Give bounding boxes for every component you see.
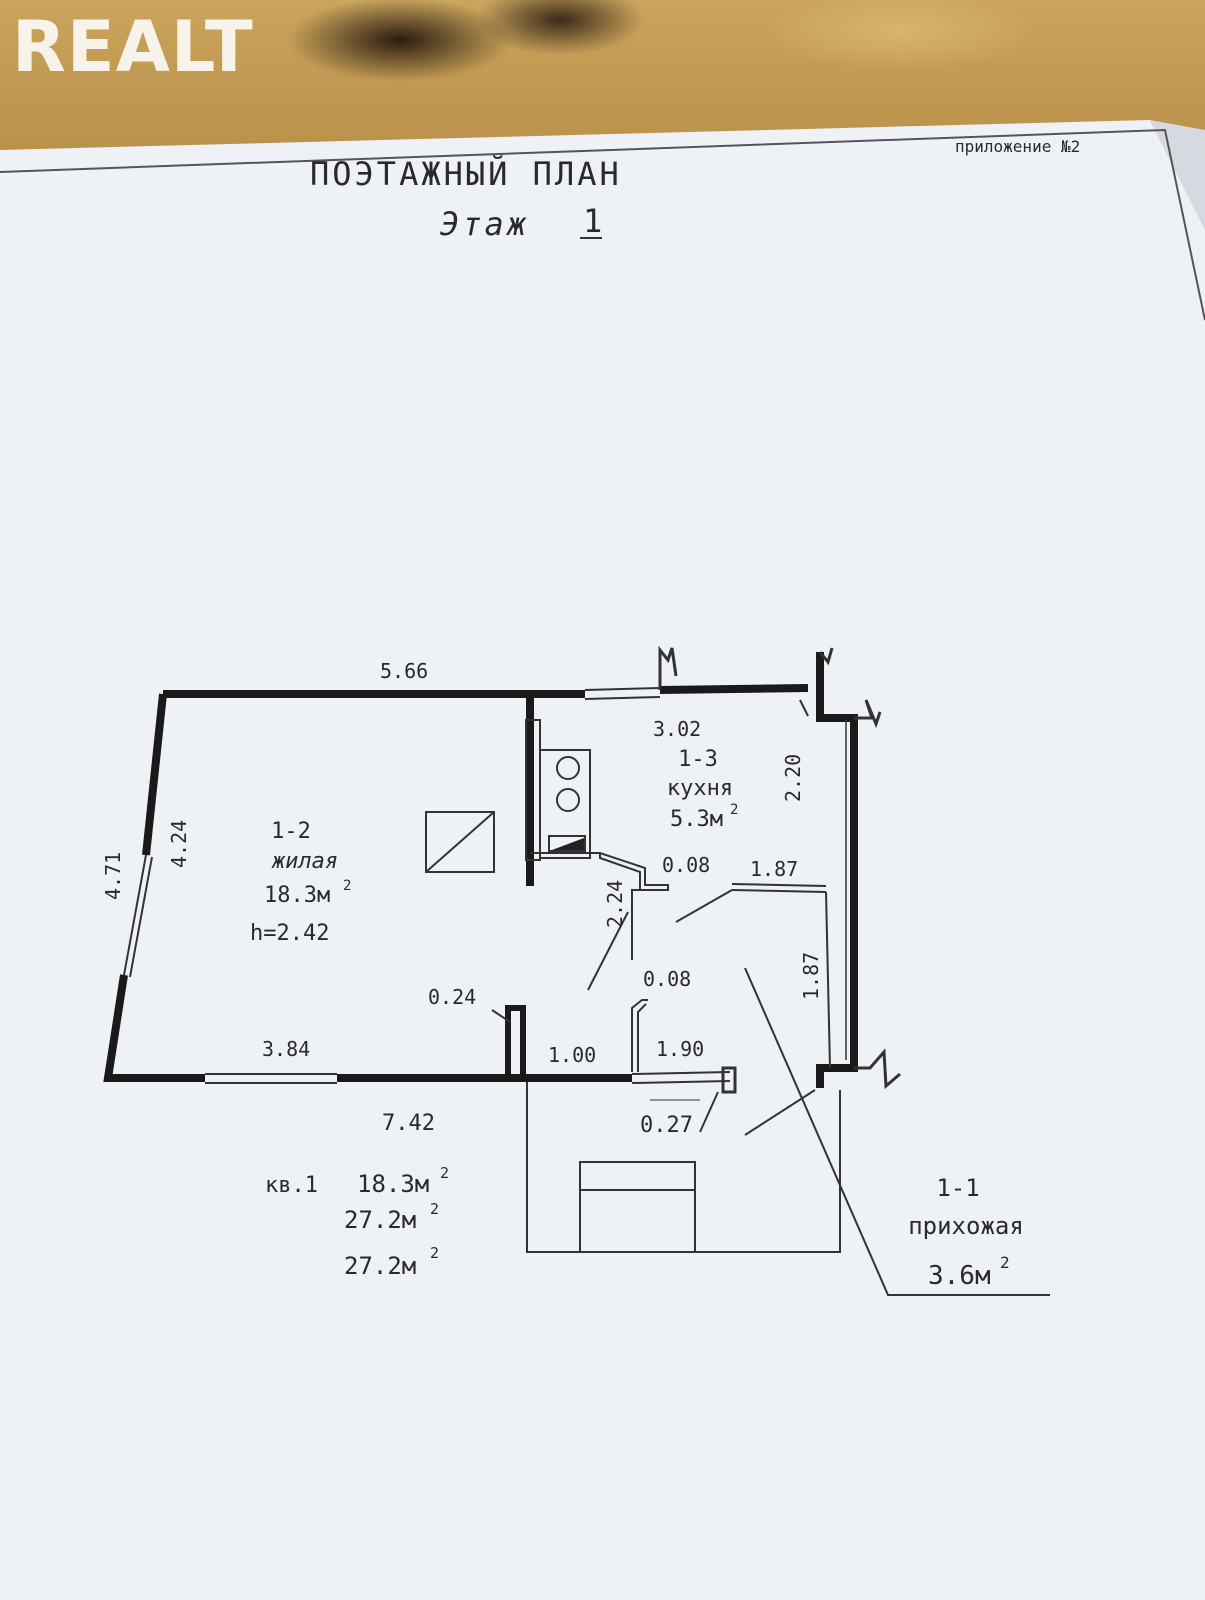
thin-lines [123, 645, 1050, 1296]
window-left [123, 854, 153, 978]
hall-id: 1-1 [936, 1174, 979, 1202]
dim-opening: 1.00 [548, 1043, 596, 1067]
dim-top-total: 5.66 [380, 659, 428, 683]
appendix-label: приложение №2 [955, 137, 1080, 156]
partition-kitchen [530, 852, 669, 960]
dim-corner: 0.27 [640, 1113, 693, 1138]
partition-hall-bottom [631, 999, 648, 1072]
wall-left-upper [142, 693, 167, 856]
paper [0, 120, 1205, 1600]
hall-name: прихожая [908, 1212, 1024, 1240]
living-room-area-sup: 2 [343, 878, 351, 894]
summary-sup-3: 2 [430, 1244, 439, 1262]
dim-left-outer: 4.71 [101, 852, 125, 900]
leader-027 [744, 1089, 816, 1136]
column-marker [721, 1066, 737, 1094]
porch-outline [526, 1082, 841, 1253]
porch-steps [579, 1161, 696, 1252]
leader-224 [587, 911, 629, 991]
dim-wall-a: 0.08 [662, 853, 710, 877]
summary-sup-1: 2 [440, 1164, 449, 1182]
break-mark-top [658, 645, 678, 690]
living-room-height: h=2.42 [250, 921, 329, 946]
dim-partition-height: 2.24 [603, 880, 627, 928]
stove [525, 719, 591, 861]
dim-bottom-total: 7.42 [382, 1111, 435, 1136]
kitchen-area: 5.3м [670, 807, 723, 832]
watermark-logo: REALT [12, 6, 254, 88]
leader-hall-label [744, 967, 1050, 1296]
window-bottom-right [631, 1071, 731, 1084]
living-room-area: 18.3м [264, 883, 330, 908]
living-room-name: жилая [271, 849, 338, 874]
wall-left-lower [103, 974, 205, 1082]
sheet-frame [0, 128, 1205, 321]
window-top [584, 687, 661, 700]
dim-wall-b: 0.08 [643, 967, 691, 991]
dim-hall-right-top: 1.87 [750, 857, 798, 881]
floor-number: 1 [583, 202, 602, 240]
hall-area: 3.6м [928, 1261, 991, 1291]
summary-living-area: 18.3м [357, 1170, 429, 1198]
dim-hall-bottom: 1.90 [656, 1037, 704, 1061]
dim-kitchen-depth: 2.20 [781, 754, 805, 802]
plan-title: ПОЭТАЖНЫЙ ПЛАН [310, 155, 622, 193]
wall-stub [505, 1005, 526, 1078]
wall-right [816, 652, 858, 1088]
floor-label: Этаж [440, 205, 529, 243]
living-room-id: 1-2 [271, 819, 311, 844]
dim-left-inner: 4.24 [167, 820, 191, 868]
heater-symbol [425, 811, 495, 873]
dim-stub: 0.24 [428, 985, 476, 1009]
dim-hall-right-side: 1.87 [799, 952, 823, 1000]
partition-hall-top [731, 883, 827, 893]
kitchen-name: кухня [667, 776, 733, 801]
summary-total-area-2: 27.2м [344, 1252, 416, 1280]
wall-top-kitchen-right [659, 684, 809, 694]
walls [103, 652, 858, 1088]
leader-hall-top [675, 889, 733, 923]
summary-sup-2: 2 [430, 1200, 439, 1218]
break-mark-right [854, 699, 882, 729]
break-mark-bottom [854, 1048, 901, 1090]
burner-icon [556, 788, 580, 812]
kitchen-id: 1-3 [678, 747, 718, 772]
kitchen-area-sup: 2 [730, 802, 738, 818]
apartment-label: кв.1 [265, 1173, 318, 1198]
window-bottom [205, 1073, 337, 1084]
dim-bottom-left: 3.84 [262, 1037, 310, 1061]
dim-kitchen-width: 3.02 [653, 717, 701, 741]
hall-area-sup: 2 [1000, 1253, 1010, 1272]
summary-total-area: 27.2м [344, 1206, 416, 1234]
burner-icon [556, 756, 580, 780]
